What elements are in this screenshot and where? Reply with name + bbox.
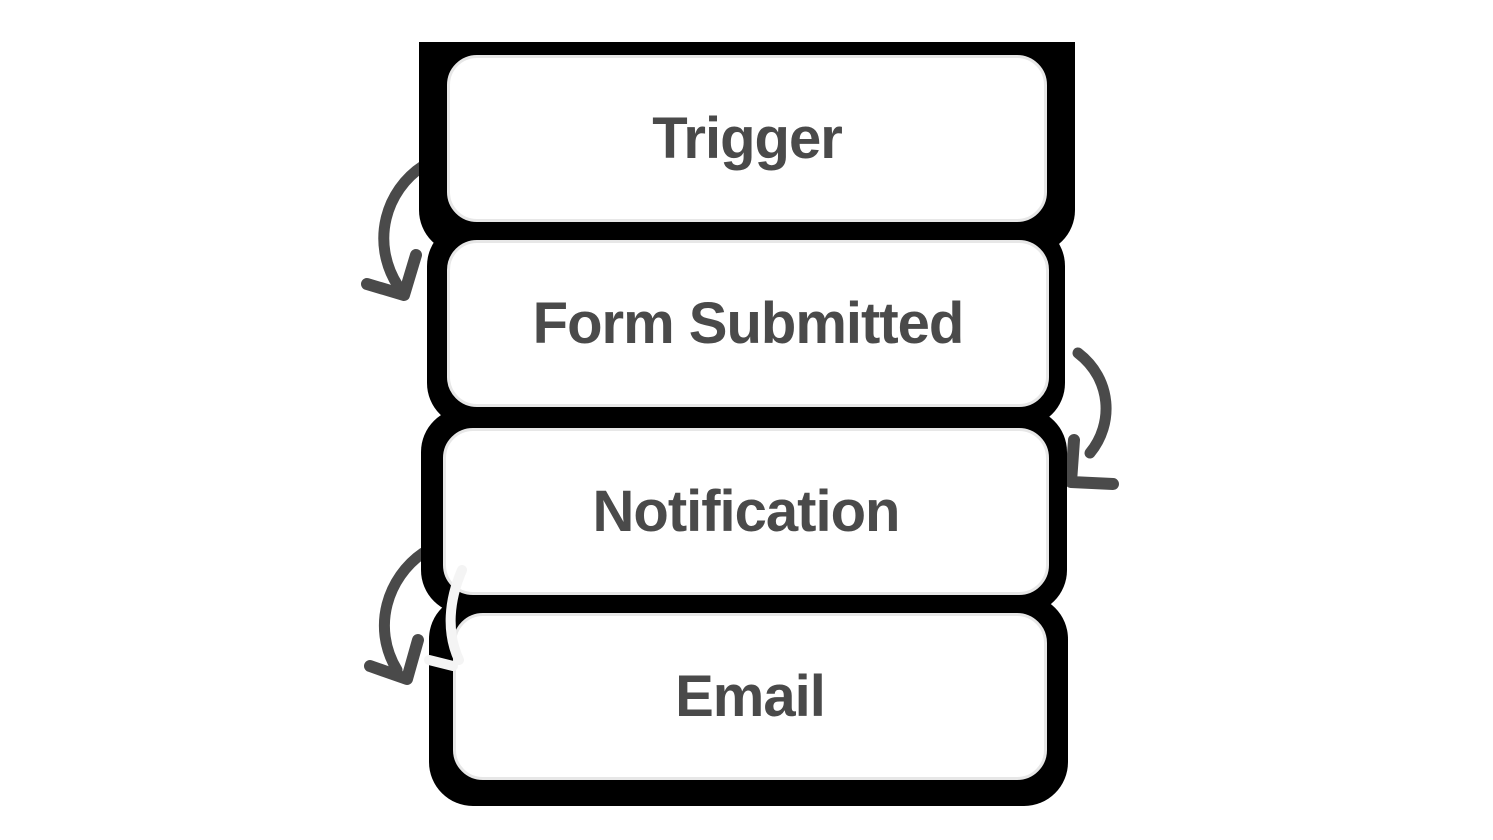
flow-node-notification-label: Notification — [592, 479, 901, 544]
arrow-notification-to-email-icon — [364, 547, 429, 685]
flow-node-trigger-label: Trigger — [652, 106, 843, 171]
flow-node-notification[interactable]: Notification — [443, 428, 1049, 595]
arrow-form-to-notification-icon — [1065, 347, 1119, 490]
flow-node-email[interactable]: Email — [453, 613, 1047, 780]
flow-node-form-submitted-label: Form Submitted — [532, 291, 965, 356]
flow-node-trigger[interactable]: Trigger — [447, 55, 1047, 222]
flow-node-email-label: Email — [675, 664, 826, 729]
flow-node-form-submitted[interactable]: Form Submitted — [447, 240, 1049, 407]
arrow-trigger-to-form-icon — [361, 160, 429, 301]
